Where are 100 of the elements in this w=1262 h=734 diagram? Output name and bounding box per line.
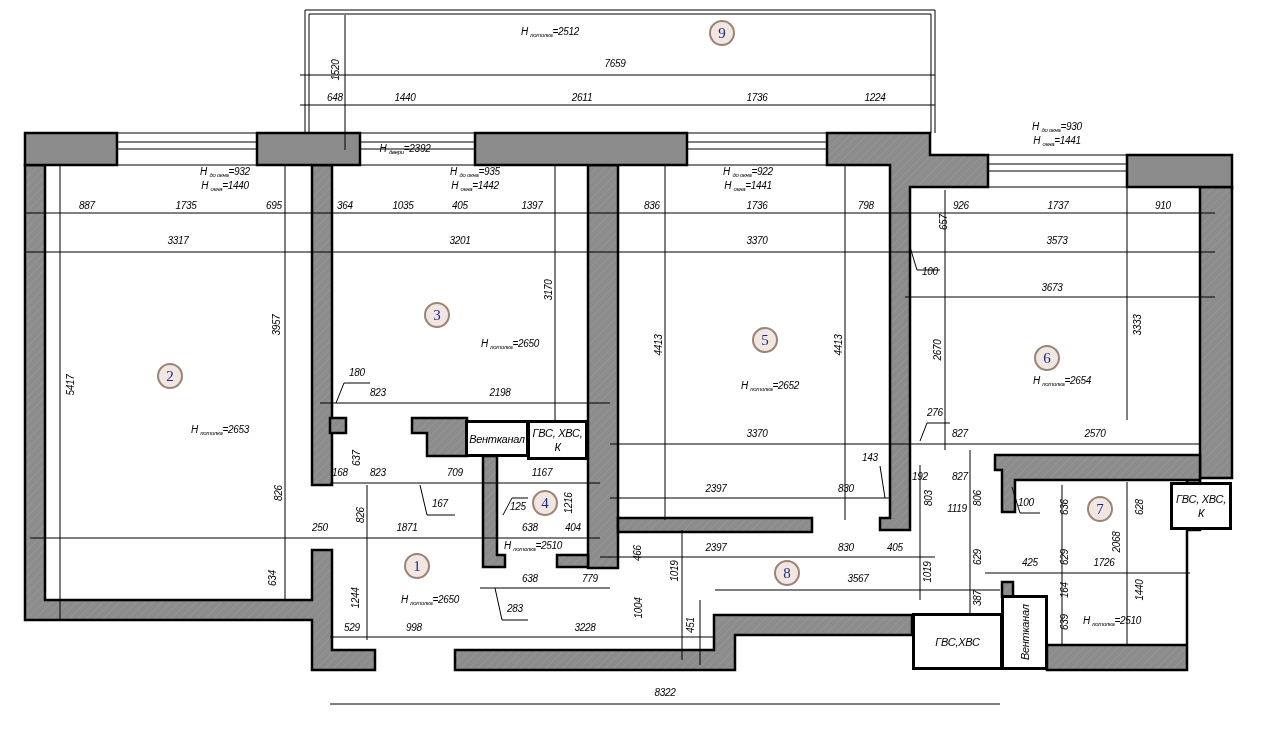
dimension-label: 826 [272, 485, 284, 501]
dimension-label: 100 [1018, 496, 1034, 508]
dimension-label: 1397 [521, 199, 543, 211]
dimension-label: 1119 [947, 502, 967, 514]
shaft-box: ГВС,ХВС [912, 613, 1003, 670]
dimension-label: 405 [887, 541, 903, 553]
dimension-label: 2198 [489, 386, 511, 398]
dimension-label: 3573 [1046, 234, 1068, 246]
shaft-box: ГВС, ХВС, К [527, 420, 588, 460]
shaft-box: ГВС, ХВС, К [1170, 482, 1232, 530]
dimension-label: 1004 [632, 597, 644, 619]
dimension-label: 276 [927, 406, 943, 418]
dimension-label: 709 [447, 466, 463, 478]
room-number-marker: 1 [404, 553, 430, 579]
height-note: H $_{окна}$=1441 [724, 179, 772, 194]
height-note: H $_{потолка}$=2653 [190, 423, 250, 438]
shaft-box: Вентканал [465, 420, 529, 457]
room-number-marker: 5 [752, 327, 778, 353]
height-note: H $_{потолка}$=2654 [1032, 374, 1092, 389]
dimension-label: 998 [406, 621, 422, 633]
dimension-label: 636 [1058, 499, 1070, 515]
dimension-label: 3567 [847, 572, 869, 584]
height-note: H $_{потолка}$=2650 [400, 593, 460, 608]
dimension-label: 451 [684, 617, 696, 633]
dimension-label: 2397 [705, 541, 727, 553]
height-note: H $_{до окна}$=922 [723, 165, 773, 180]
dimension-label: 3317 [167, 234, 189, 246]
dimension-label: 425 [1022, 556, 1038, 568]
dimension-label: 2670 [931, 339, 943, 361]
dimension-label: 192 [912, 470, 928, 482]
dimension-label: 4413 [832, 334, 844, 356]
room-number-marker: 6 [1034, 345, 1060, 371]
dimension-label: 387 [971, 590, 983, 606]
dimension-label: 100 [922, 265, 938, 277]
height-note: H $_{окна}$=1440 [201, 179, 249, 194]
dimension-label: 5417 [64, 374, 76, 396]
room-number-marker: 7 [1087, 496, 1113, 522]
height-note: H $_{потолка}$=2510 [503, 539, 563, 554]
height-note: H $_{окна}$=1441 [1033, 134, 1081, 149]
height-note: H $_{до окна}$=935 [450, 165, 500, 180]
dimension-label: 1035 [392, 199, 414, 211]
dimension-label: 1726 [1093, 556, 1115, 568]
room-number-marker: 2 [157, 363, 183, 389]
dimension-label: 2611 [571, 91, 593, 103]
dimension-label: 1440 [1133, 579, 1145, 601]
dimension-label: 2397 [705, 482, 727, 494]
dimension-label: 8322 [654, 686, 676, 698]
dimension-label: 3370 [746, 234, 768, 246]
dimension-label: 7659 [604, 57, 626, 69]
dimension-label: 826 [354, 507, 366, 523]
dimension-label: 1440 [394, 91, 416, 103]
height-note: H $_{потолка}$=2510 [1082, 614, 1142, 629]
dimension-label: 3673 [1041, 281, 1063, 293]
dimension-label: 1019 [668, 560, 680, 582]
dimension-label: 466 [631, 545, 643, 561]
dimension-label: 143 [862, 451, 878, 463]
dimension-label: 779 [582, 572, 598, 584]
dimension-label: 887 [79, 199, 95, 211]
dimension-label: 529 [344, 621, 360, 633]
height-note: H $_{двери}$=2392 [379, 142, 431, 157]
dimension-label: 164 [1058, 582, 1070, 598]
dimension-label: 3957 [270, 314, 282, 336]
dimension-label: 910 [1155, 199, 1171, 211]
dimension-label: 638 [522, 572, 538, 584]
height-note: H $_{потолка}$=2652 [740, 379, 800, 394]
dimension-label: 823 [370, 386, 386, 398]
dimension-label: 634 [266, 570, 278, 586]
dimension-label: 637 [350, 450, 362, 466]
dimension-label: 3228 [574, 621, 596, 633]
dimension-label: 695 [266, 199, 282, 211]
dimension-label: 1019 [921, 561, 933, 583]
dimension-label: 638 [522, 521, 538, 533]
dimension-label: 180 [349, 366, 365, 378]
dimension-label: 830 [838, 482, 854, 494]
dimension-label: 648 [327, 91, 343, 103]
dimension-label: 1737 [1047, 199, 1069, 211]
dimension-label: 803 [922, 490, 934, 506]
dimension-label: 3370 [746, 427, 768, 439]
dimension-label: 3201 [449, 234, 471, 246]
dimension-label: 657 [937, 214, 949, 230]
dimension-label: 404 [565, 521, 581, 533]
dimension-label: 1224 [864, 91, 886, 103]
room-number-marker: 4 [532, 490, 558, 516]
dimension-label: 250 [312, 521, 328, 533]
height-note: H $_{до окна}$=930 [1032, 120, 1082, 135]
dimension-label: 926 [953, 199, 969, 211]
dimension-label: 283 [507, 602, 523, 614]
dimension-label: 827 [952, 427, 968, 439]
dimension-label: 629 [1058, 549, 1070, 565]
dimension-label: 1736 [746, 199, 768, 211]
height-note: H $_{до окна}$=932 [200, 165, 250, 180]
height-note: H $_{потолка}$=2512 [520, 25, 580, 40]
dimension-label: 168 [332, 466, 348, 478]
dimension-label: 1244 [349, 587, 361, 609]
height-note: H $_{потолка}$=2650 [480, 337, 540, 352]
dimension-label: 628 [1133, 499, 1145, 515]
dimension-label: 167 [432, 497, 448, 509]
dimension-label: 836 [644, 199, 660, 211]
room-number-marker: 3 [424, 302, 450, 328]
dimension-label: 1736 [746, 91, 768, 103]
